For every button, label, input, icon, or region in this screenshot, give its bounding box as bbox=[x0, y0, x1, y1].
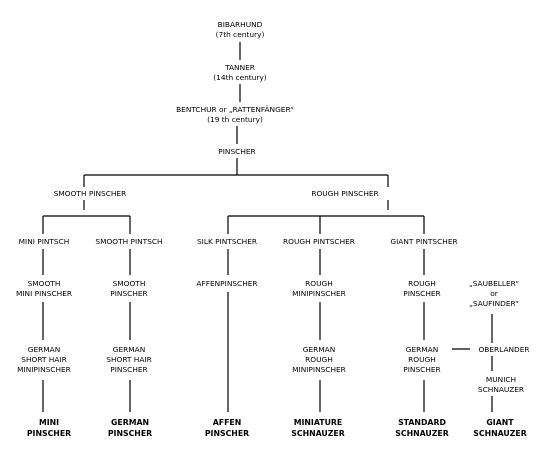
node-affen-pinscher-final: AFFEN PINSCHER bbox=[205, 418, 249, 438]
node-label-line: GERMAN bbox=[111, 418, 149, 427]
node-label-line: SCHNAUZER bbox=[473, 429, 527, 438]
node-german-pinscher-final: GERMAN PINSCHER bbox=[108, 418, 152, 438]
node-label-line: ROUGH bbox=[408, 355, 436, 364]
node-label-line: AFFEN bbox=[213, 418, 242, 427]
node-label-line: PINSCHER bbox=[110, 365, 147, 374]
node-label-line: STANDARD bbox=[398, 418, 446, 427]
node-label-line: ROUGH PINSCHER bbox=[311, 189, 378, 198]
node-smooth-pintsch: SMOOTH PINTSCH bbox=[95, 237, 162, 246]
node-miniature-schnauzer-final: MINIATURE SCHNAUZER bbox=[291, 418, 345, 438]
node-oberlander: OBERLANDER bbox=[478, 345, 529, 354]
node-label-line: SMOOTH PINTSCH bbox=[95, 237, 162, 246]
node-label-line: TANNER bbox=[224, 63, 255, 72]
node-label-line: ROUGH bbox=[408, 279, 436, 288]
node-label-line: SCHNAUZER bbox=[478, 385, 524, 394]
node-label-line: GIANT bbox=[486, 418, 514, 427]
node-standard-schnauzer-final: STANDARD SCHNAUZER bbox=[395, 418, 449, 438]
node-label-line: MUNICH bbox=[486, 375, 516, 384]
node-label-line: GERMAN bbox=[406, 345, 439, 354]
node-saubeller: „SAUBELLER“or„SAUFINDER“ bbox=[469, 279, 519, 308]
node-label-line: BIBARHUND bbox=[218, 20, 263, 29]
node-label-line: GIANT PINTSCHER bbox=[390, 237, 457, 246]
node-label-line: PINSCHER bbox=[110, 289, 147, 298]
node-label-line: OBERLANDER bbox=[478, 345, 529, 354]
node-label-line: MINIPINSCHER bbox=[292, 289, 346, 298]
node-label-line: SMOOTH PINSCHER bbox=[54, 189, 127, 198]
node-tanner: TANNER(14th century) bbox=[213, 63, 267, 82]
node-label-line: AFFENPINSCHER bbox=[196, 279, 257, 288]
node-label-line: SHORT HAIR bbox=[21, 355, 66, 364]
node-label-line: GERMAN bbox=[28, 345, 61, 354]
node-label-line: (14th century) bbox=[213, 73, 267, 82]
node-label-line: MINI bbox=[39, 418, 59, 427]
node-label-line: BENTCHUR or „RATTENFÄNGER“ bbox=[176, 105, 294, 114]
node-silk-pintscher: SILK PINTSCHER bbox=[197, 237, 257, 246]
node-label-line: SCHNAUZER bbox=[395, 429, 449, 438]
node-label-line: MINIPINSCHER bbox=[17, 365, 71, 374]
node-label-line: MINI PINSCHER bbox=[16, 289, 72, 298]
node-pinscher: PINSCHER bbox=[218, 147, 255, 156]
node-label-line: MINIPINSCHER bbox=[292, 365, 346, 374]
node-label-line: ROUGH bbox=[305, 355, 333, 364]
node-giant-schnauzer-final: GIANT SCHNAUZER bbox=[473, 418, 527, 438]
node-label-line: MINIATURE bbox=[294, 418, 343, 427]
node-label-line: PINSCHER bbox=[27, 429, 71, 438]
node-label-line: PINSCHER bbox=[218, 147, 255, 156]
node-label-line: „SAUFINDER“ bbox=[469, 299, 519, 308]
node-smooth-pinscher: SMOOTH PINSCHER bbox=[54, 189, 127, 198]
node-label-line: MINI PINTSCH bbox=[19, 237, 70, 246]
node-bentchur: BENTCHUR or „RATTENFÄNGER“(19 th century… bbox=[176, 105, 294, 124]
node-rough-pintscher: ROUGH PINTSCHER bbox=[283, 237, 355, 246]
node-affenpinscher: AFFENPINSCHER bbox=[196, 279, 257, 288]
node-giant-pintscher: GIANT PINTSCHER bbox=[390, 237, 457, 246]
node-bibarhund: BIBARHUND(7th century) bbox=[216, 20, 265, 39]
node-label-line: (19 th century) bbox=[207, 115, 263, 124]
node-label-line: or bbox=[490, 289, 499, 298]
node-label-line: SHORT HAIR bbox=[106, 355, 151, 364]
node-mini-pinscher-final: MINI PINSCHER bbox=[27, 418, 71, 438]
node-label-line: PINSCHER bbox=[205, 429, 249, 438]
node-mini-pintsch: MINI PINTSCH bbox=[19, 237, 70, 246]
node-label-line: (7th century) bbox=[216, 30, 265, 39]
node-label-line: SMOOTH bbox=[28, 279, 61, 288]
node-label-line: GERMAN bbox=[113, 345, 146, 354]
node-label-line: ROUGH bbox=[305, 279, 333, 288]
node-rough-pinscher: ROUGH PINSCHER bbox=[311, 189, 378, 198]
node-label-line: SILK PINTSCHER bbox=[197, 237, 257, 246]
node-label-line: ROUGH PINTSCHER bbox=[283, 237, 355, 246]
node-label-line: PINSCHER bbox=[403, 365, 440, 374]
node-label-line: SCHNAUZER bbox=[291, 429, 345, 438]
node-label-line: PINSCHER bbox=[108, 429, 152, 438]
node-label-line: PINSCHER bbox=[403, 289, 440, 298]
node-label-line: SMOOTH bbox=[113, 279, 146, 288]
node-label-line: GERMAN bbox=[303, 345, 336, 354]
node-label-line: „SAUBELLER“ bbox=[469, 279, 519, 288]
